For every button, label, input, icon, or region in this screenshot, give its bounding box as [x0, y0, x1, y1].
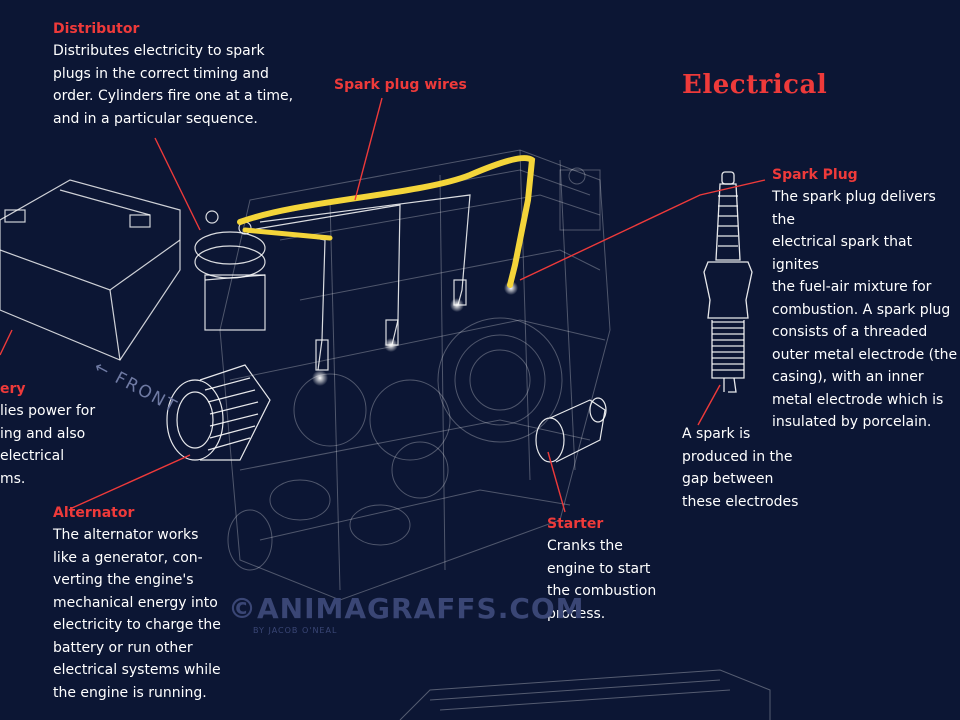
distributor-label: Distributor Distributes electricity to s… [53, 18, 293, 130]
alternator [166, 364, 271, 461]
battery-label: ery lies power for ing and also electric… [0, 378, 95, 490]
alternator-title: Alternator [53, 505, 135, 521]
engine-spark-plugs [249, 194, 471, 371]
spark-plug-label: Spark Plug The spark plug delivers the e… [772, 164, 960, 434]
highlighted-wire [237, 155, 536, 288]
spark-gap-body: A spark is produced in the gap between t… [682, 426, 799, 510]
section-title: Electrical [682, 70, 828, 100]
spark-glow [312, 281, 518, 386]
engine-block [219, 149, 611, 601]
spark-plug-wires-title: Spark plug wires [334, 77, 467, 93]
spark-plug-body: The spark plug delivers the electrical s… [772, 189, 958, 430]
large-spark-plug [703, 171, 753, 393]
starter-title: Starter [547, 516, 604, 532]
spark-plug-wires-label: Spark plug wires [334, 74, 467, 96]
battery-title: ery [0, 381, 26, 397]
battery [0, 179, 181, 361]
starter-label: Starter Cranks the engine to start the c… [547, 513, 656, 625]
distributor-body: Distributes electricity to spark plugs i… [53, 43, 294, 127]
watermark-byline: BY JACOB O'NEAL [253, 626, 338, 635]
starter-body: Cranks the engine to start the combustio… [547, 538, 657, 622]
distributor [194, 210, 266, 331]
watermark: ©ANIMAGRAFFS.COM [228, 592, 585, 625]
leader-lines [0, 97, 766, 513]
spark-gap-label: A spark is produced in the gap between t… [682, 423, 798, 513]
alternator-body: The alternator works like a generator, c… [53, 527, 221, 701]
starter [535, 397, 607, 463]
highlighted-wire-2 [242, 227, 333, 241]
spark-plug-title: Spark Plug [772, 167, 858, 183]
battery-body: lies power for ing and also electrical m… [0, 403, 96, 487]
distributor-title: Distributor [53, 21, 140, 37]
alternator-label: Alternator The alternator works like a g… [53, 502, 221, 704]
lower-engine-part [399, 669, 771, 720]
